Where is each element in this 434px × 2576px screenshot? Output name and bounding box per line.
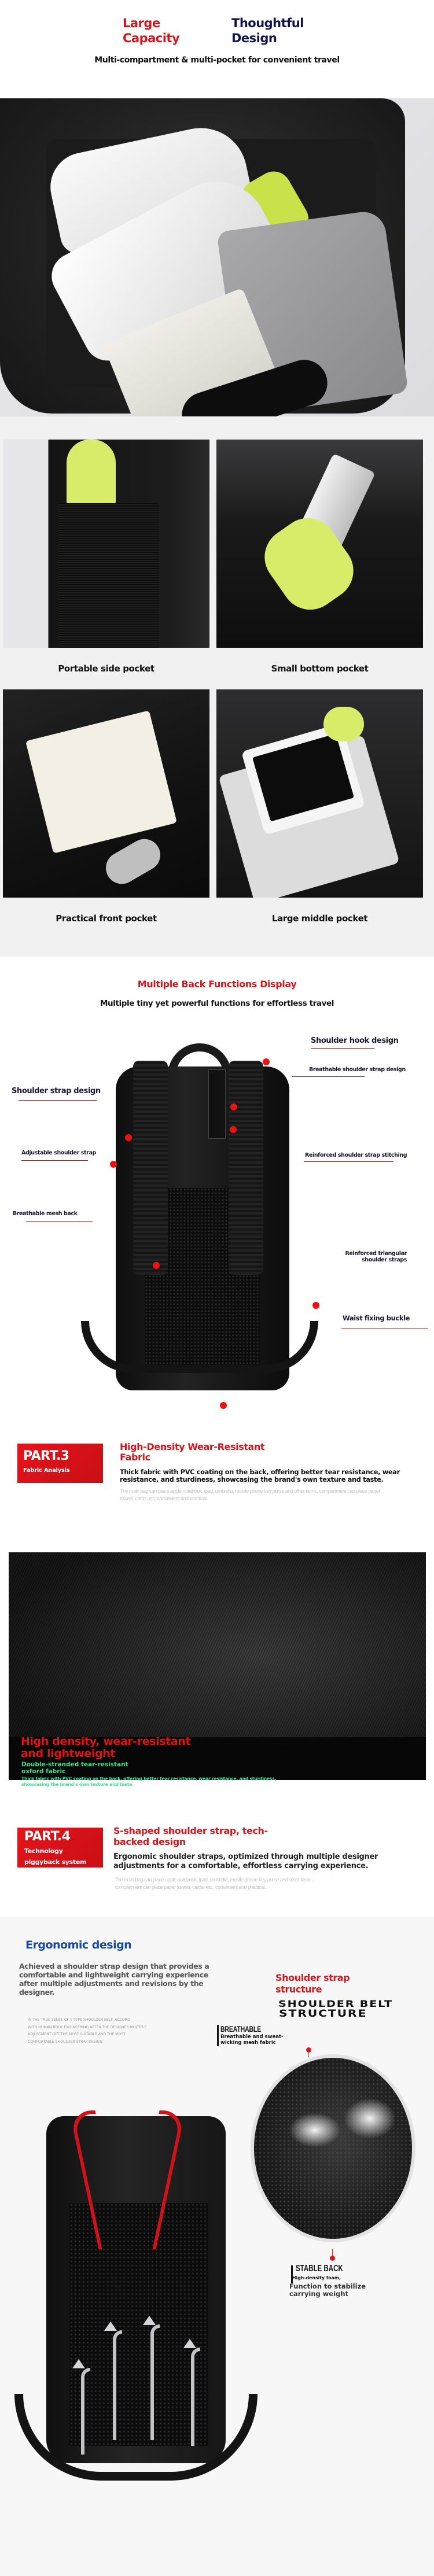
airflow-puff	[289, 2113, 341, 2147]
airflow-arrow-icon	[191, 2348, 200, 2446]
back-functions-title: Multiple Back Functions Display	[137, 979, 297, 990]
waist-belt	[81, 1321, 318, 1373]
part3-body: Thick fabric with PVC coating on the bac…	[120, 1468, 400, 1483]
airflow-arrow-icon	[81, 2368, 90, 2455]
callout-mesh-back: Breathable mesh back	[13, 1211, 78, 1217]
shoulder-belt-label: SHOULDER BELT	[278, 1998, 393, 2009]
part4-faint-text: The main bag can place apple notebook, i…	[115, 1877, 313, 1890]
callout-shoulder-strap: Shoulder strap design	[12, 1087, 101, 1095]
umbrella-item	[323, 707, 364, 741]
stable-back-text2: Function to stabilize carrying weight	[289, 2282, 366, 2298]
arrow-head-icon	[143, 2316, 156, 2325]
ergonomic-section: Ergonomic design Achieved a shoulder str…	[0, 1917, 434, 2576]
fabric-closeup-photo	[9, 1552, 426, 1780]
large-capacity-title: Large Capacity	[123, 16, 180, 45]
pockets-section: Portable side pocket Small bottom pocket…	[0, 416, 434, 957]
hotspot-dot	[110, 1161, 117, 1168]
stable-back-text1: High-density foam,	[292, 2275, 341, 2280]
airflow-arrow-icon	[150, 2324, 160, 2440]
airflow-puff	[344, 2098, 396, 2139]
pin-line	[332, 2249, 333, 2257]
back-functions-subtitle: Multiple tiny yet powerful functions for…	[100, 999, 334, 1008]
underline	[26, 1221, 93, 1222]
backpack-back-view	[81, 1043, 318, 1390]
callout-breathable-strap: Breathable shoulder strap design	[309, 1066, 406, 1073]
hotspot-dot	[230, 1104, 237, 1110]
arrow-head-icon	[104, 2322, 117, 2331]
breathable-text: Breathable and sweat- wicking mesh fabri…	[220, 2034, 284, 2046]
part3-badge: PART.3 Fabric Analysis	[17, 1444, 103, 1483]
backpack-ergonomic-view	[14, 2105, 258, 2486]
overlay-body: Thick fabric with PVC coating on the bac…	[21, 1776, 277, 1787]
part4-body: Ergonomic shoulder straps, optimized thr…	[113, 1852, 378, 1870]
brand-tag	[208, 1069, 226, 1139]
underline	[21, 1160, 88, 1161]
callout-shoulder-hook: Shoulder hook design	[311, 1036, 399, 1045]
hotspot-dot	[220, 1402, 227, 1409]
capacity-header-section: Large Capacity Thoughtful Design Multi-c…	[0, 0, 434, 98]
pocket-caption: Small bottom pocket	[271, 663, 369, 674]
underline	[311, 1048, 374, 1049]
hotspot-dot	[230, 1126, 237, 1133]
main-compartment-photo	[0, 98, 434, 416]
part4-badge: PART.4 Technology piggyback system	[17, 1828, 103, 1868]
breathable-heading: BREATHABLE	[220, 2024, 262, 2034]
pocket-caption: Practical front pocket	[56, 913, 157, 924]
back-functions-section: Multiple Back Functions Display Multiple…	[0, 957, 434, 1414]
pocket-caption: Large middle pocket	[271, 913, 368, 924]
middle-pocket-photo	[216, 689, 423, 898]
hotspot-dot	[263, 1058, 270, 1065]
front-pocket-photo	[3, 689, 209, 898]
pocket-caption: Portable side pocket	[58, 663, 155, 674]
breathable-bar	[217, 2025, 219, 2046]
ergonomic-title: Ergonomic design	[25, 1939, 132, 1951]
pocket-card: Large middle pocket	[216, 689, 423, 939]
side-pocket-photo	[3, 440, 209, 648]
umbrella-item	[67, 440, 116, 506]
callout-reinforced-stitching: Reinforced shoulder strap stitching	[305, 1152, 407, 1158]
pin-line	[308, 2053, 309, 2057]
overlay-subtitle: Double-stranded tear-resistant oxford fa…	[21, 1761, 128, 1775]
capacity-subtitle: Multi-compartment & multi-pocket for con…	[94, 56, 340, 65]
pin-dot	[330, 2256, 335, 2261]
ergonomic-description: Achieved a shoulder strap design that pr…	[19, 1962, 209, 1996]
thoughtful-design-title: Thoughtful Design	[231, 16, 304, 45]
right-shoulder-strap	[229, 1061, 263, 1275]
arrow-head-icon	[72, 2359, 85, 2368]
left-shoulder-strap	[133, 1061, 168, 1275]
part3-heading: High-Density Wear-Resistant Fabric	[120, 1441, 265, 1463]
stable-back-heading: STABLE BACK	[296, 2264, 343, 2274]
ergonomic-caps-text: IN THE TRUE SENSE OF S TYPE SHOULDER BEL…	[28, 2018, 147, 2044]
underline	[304, 1161, 393, 1162]
underline	[19, 1100, 97, 1101]
structure-label: STRUCTURE	[279, 2008, 367, 2020]
waist-belt	[14, 2394, 258, 2481]
fabric-caption-overlay	[9, 1737, 426, 1780]
callout-waist-buckle: Waist fixing buckle	[343, 1314, 410, 1322]
callout-triangular-straps: Reinforced triangular shoulder straps	[345, 1250, 407, 1263]
stable-back-bar	[291, 2265, 293, 2283]
pocket-card: Small bottom pocket	[216, 440, 423, 689]
hotspot-dot	[153, 1262, 160, 1269]
mesh-pocket	[58, 503, 159, 648]
part3-faint-text: The main bag can place apple notebook, i…	[120, 1488, 380, 1501]
arrow-head-icon	[183, 2339, 196, 2348]
bottom-pocket-photo	[216, 440, 423, 648]
shoulder-strap-structure-title: Shoulder strap structure	[275, 1972, 350, 1995]
airflow-arrow-icon	[113, 2330, 122, 2440]
overlay-title: High density, wear-resistant and lightwe…	[21, 1735, 191, 1760]
mesh-closeup-circle	[251, 2054, 415, 2242]
pockets-grid: Portable side pocket Small bottom pocket…	[0, 440, 434, 939]
callout-adjustable-strap: Adjustable shoulder strap	[21, 1150, 96, 1156]
hotspot-dot	[125, 1134, 132, 1141]
pocket-card: Practical front pocket	[3, 689, 209, 939]
part4-heading: S-shaped shoulder strap, tech- backed de…	[113, 1825, 268, 1847]
brand-patch	[100, 833, 167, 890]
hotspot-dot	[312, 1302, 319, 1309]
underline	[292, 1076, 365, 1077]
pin-dot	[306, 2047, 311, 2053]
mesh-texture	[254, 2058, 412, 2239]
notebook-item	[25, 710, 177, 854]
pocket-card: Portable side pocket	[3, 440, 209, 689]
